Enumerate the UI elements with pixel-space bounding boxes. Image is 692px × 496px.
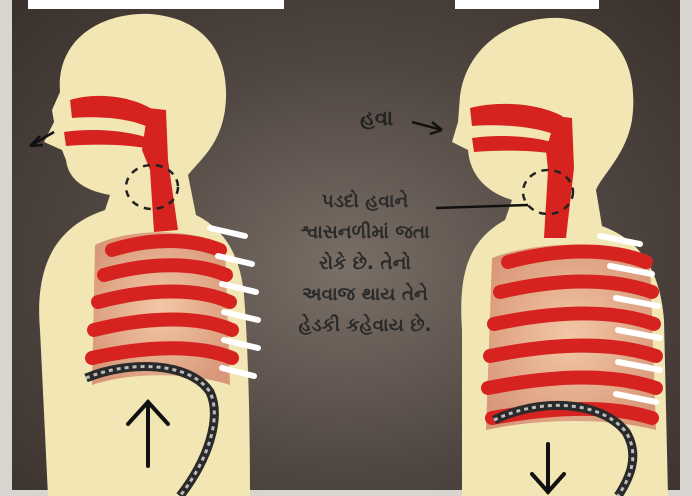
caption-line-2: શ્વાસનળીમાં જતા bbox=[270, 217, 460, 248]
caption-line-4: અવાજ થાય તેને bbox=[270, 279, 460, 310]
caption-line-5: હેડકી કહેવાય છે. bbox=[270, 310, 460, 341]
left-ribcage bbox=[92, 228, 258, 385]
air-arrow-icon bbox=[412, 122, 442, 134]
right-ribcage bbox=[486, 236, 660, 430]
caption-line-3: રોકે છે. તેનો bbox=[270, 248, 460, 279]
air-label: હવા bbox=[360, 106, 393, 131]
hiccup-caption: પડદો હવાને શ્વાસનળીમાં જતા રોકે છે. તેનો… bbox=[270, 186, 460, 341]
caption-line-1: પડદો હવાને bbox=[270, 186, 460, 217]
left-figure bbox=[30, 14, 258, 496]
